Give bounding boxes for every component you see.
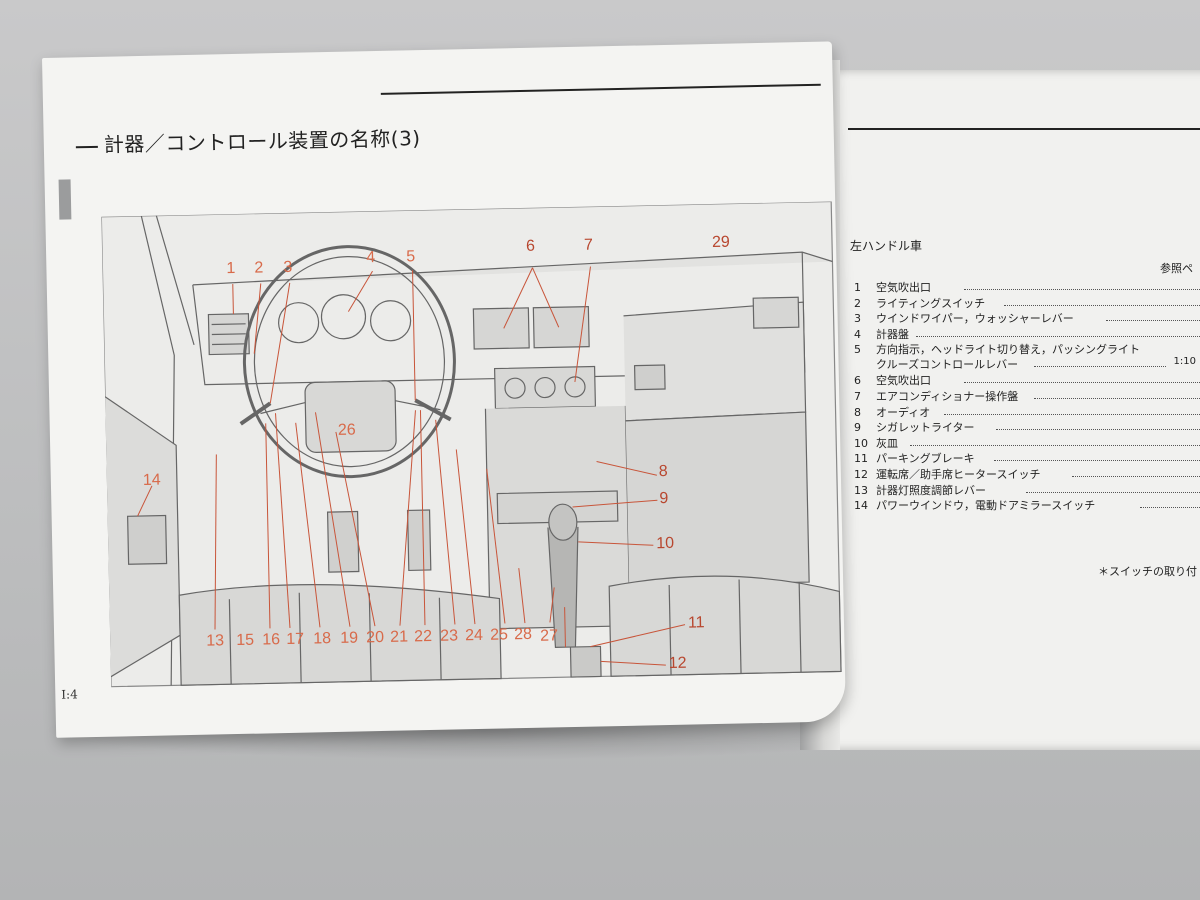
callout-10: 10 <box>656 534 675 553</box>
footnote: ＊スイッチの取り付 <box>1098 565 1197 578</box>
right-page-heading: 左ハンドル車 <box>850 239 923 253</box>
dashboard-line-art <box>100 200 842 688</box>
callout-21: 21 <box>390 628 409 646</box>
callout-17: 17 <box>286 630 305 649</box>
right-page <box>808 70 1200 750</box>
callout-15: 15 <box>236 631 255 650</box>
callout-23: 23 <box>440 627 459 645</box>
callout-16: 16 <box>262 631 281 649</box>
title-dash-decoration <box>75 145 98 148</box>
reference-page-header: 参照ペ <box>1160 262 1193 275</box>
callout-8: 8 <box>658 462 668 481</box>
right-page-rule <box>848 128 1200 130</box>
callout-20: 20 <box>366 628 385 647</box>
callout-26: 26 <box>337 421 356 439</box>
callout-29: 29 <box>711 233 730 252</box>
left-page: 計器／コントロール装置の名称(3) I:4 <box>42 41 847 738</box>
callout-18: 18 <box>313 630 332 648</box>
callout-11: 11 <box>687 614 705 632</box>
left-page-rule <box>380 83 821 95</box>
callout-2: 2 <box>254 259 264 277</box>
callout-12: 12 <box>668 654 687 673</box>
page-number: I:4 <box>61 687 78 702</box>
callout-27: 27 <box>540 627 559 645</box>
callout-22: 22 <box>414 627 433 646</box>
callout-24: 24 <box>465 626 484 645</box>
callout-9: 9 <box>659 489 669 508</box>
callout-14: 14 <box>142 471 161 489</box>
callout-19: 19 <box>340 629 359 647</box>
callout-1: 1 <box>226 259 236 278</box>
page-title: 計器／コントロール装置の名称(3) <box>75 122 421 158</box>
callout-4: 4 <box>366 249 376 267</box>
dashboard-diagram: 1 2 3 4 5 6 7 8 9 10 11 12 13 14 15 16 1… <box>100 200 851 716</box>
callout-3: 3 <box>283 258 293 276</box>
page-title-text: 計器／コントロール装置の名称(3) <box>103 126 421 157</box>
callout-7: 7 <box>583 236 594 254</box>
callout-28: 28 <box>514 625 533 644</box>
callout-5: 5 <box>406 248 416 266</box>
callout-6: 6 <box>525 237 536 255</box>
section-tab-mark <box>58 179 72 220</box>
callout-13: 13 <box>206 632 225 650</box>
callout-25: 25 <box>490 626 509 644</box>
